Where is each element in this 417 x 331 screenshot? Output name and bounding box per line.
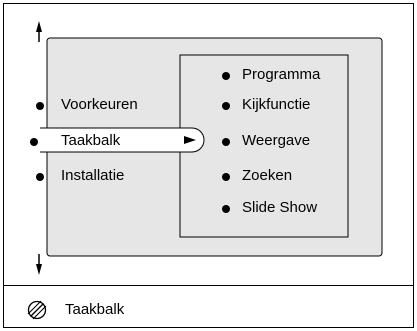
bullet-icon bbox=[222, 102, 230, 110]
bullet-icon bbox=[36, 173, 44, 181]
submenu-item-zoeken[interactable]: Zoeken bbox=[242, 167, 293, 184]
bullet-icon bbox=[30, 138, 38, 146]
submenu-item-slide-show[interactable]: Slide Show bbox=[242, 199, 318, 216]
submenu-item-weergave[interactable]: Weergave bbox=[242, 132, 311, 149]
submenu-panel bbox=[179, 54, 349, 238]
scroll-down-arrow-icon[interactable] bbox=[36, 264, 42, 275]
bullet-icon bbox=[222, 205, 230, 213]
submenu-item-kijkfunctie[interactable]: Kijkfunctie bbox=[242, 96, 311, 113]
bullet-icon bbox=[222, 72, 230, 80]
menu-item-voorkeuren[interactable]: Voorkeuren bbox=[61, 96, 138, 113]
menu-item-taakbalk[interactable]: Taakbalk bbox=[61, 132, 121, 149]
bullet-icon bbox=[222, 173, 230, 181]
scroll-up-arrow-icon[interactable] bbox=[36, 21, 42, 32]
status-divider bbox=[3, 285, 414, 286]
submenu-item-programma[interactable]: Programma bbox=[242, 66, 321, 83]
status-text: Taakbalk bbox=[65, 301, 125, 318]
no-entry-icon bbox=[27, 300, 47, 320]
bullet-icon bbox=[222, 138, 230, 146]
right-arrow-icon bbox=[184, 136, 196, 144]
menu-item-installatie[interactable]: Installatie bbox=[61, 167, 125, 184]
bullet-icon bbox=[36, 102, 44, 110]
selection-highlight[interactable] bbox=[40, 127, 205, 153]
